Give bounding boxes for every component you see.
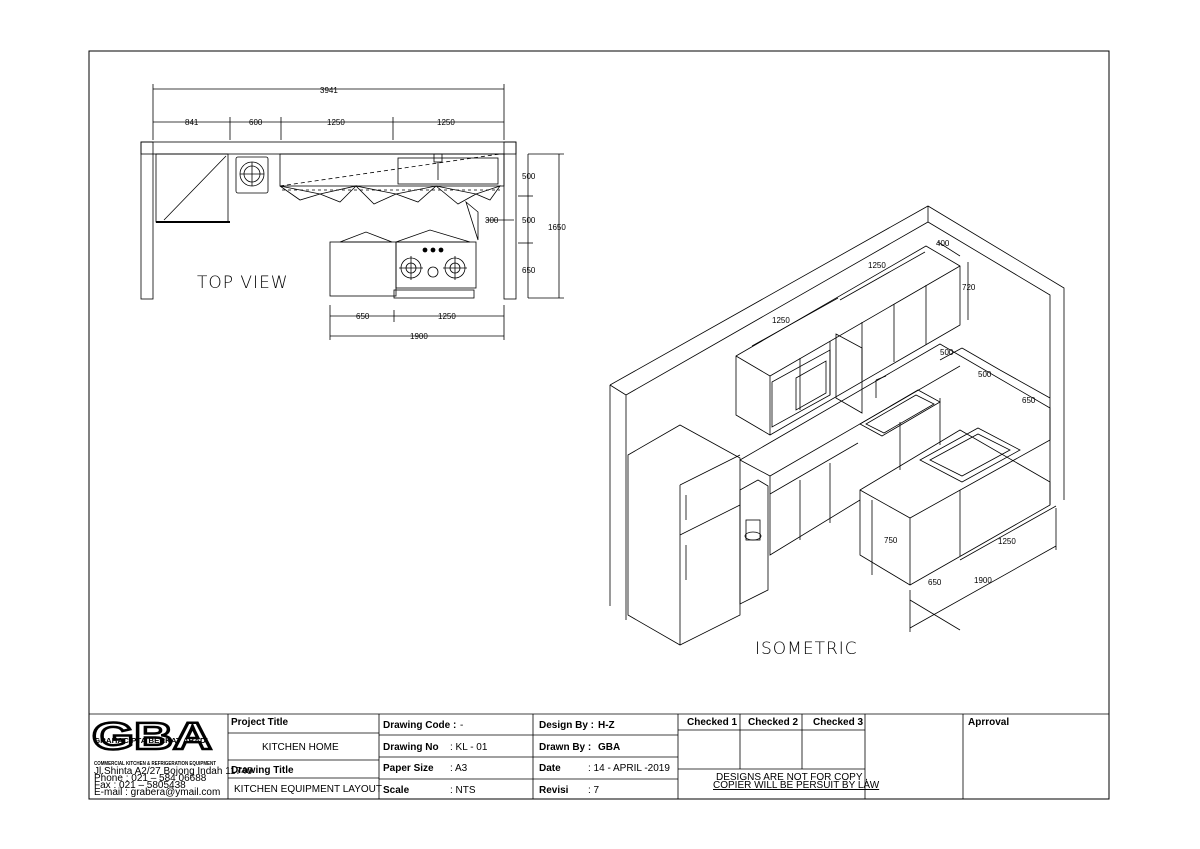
drawing-no-label: Drawing No [383, 742, 439, 753]
dim-bottom2: 1250 [438, 312, 456, 321]
drawing-code-label: Drawing Code : [383, 720, 456, 731]
sheet-border [88, 50, 1110, 800]
isometric-view [609, 205, 1065, 646]
drawing-title-label: Drawing Title [231, 765, 294, 776]
iso-dim-base-depth: 650 [928, 578, 942, 587]
dim-right1: 500 [522, 172, 536, 181]
design-by-value: H-Z [598, 720, 615, 731]
scale-value: : NTS [450, 785, 476, 796]
drawn-by-label: Drawn By : [539, 742, 591, 753]
company-address: Jl.Shinta A2/27 Bojong Indah 11740 [94, 766, 253, 777]
company-fax: Fax : 021 – 5805438 [94, 780, 186, 791]
design-by-label: Design By : [539, 720, 594, 731]
checked-1-label: Checked 1 [687, 717, 737, 728]
iso-dim-base-len: 1250 [998, 537, 1016, 546]
copy-note-line1: DESIGNS ARE NOT FOR COPY , [716, 772, 868, 783]
drawn-by-value: GBA [598, 742, 620, 753]
paper-size-value: : A3 [450, 763, 468, 774]
date-value: : 14 - APRIL -2019 [588, 763, 670, 774]
dim-bottom-total: 1900 [410, 332, 428, 341]
copy-note-line2: COPIER WILL BE PERSUIT BY LAW [713, 780, 880, 791]
iso-dim-base-height: 750 [884, 536, 898, 545]
company-logo: GBA GRAHACIPTA BERKAT ABADI COMMERCIAL K… [91, 715, 217, 767]
dim-seg2: 600 [249, 118, 263, 127]
dim-right2: 500 [522, 216, 536, 225]
drawing-no-value: : KL - 01 [450, 742, 488, 753]
top-view [140, 84, 564, 340]
top-view-dimensions: 3941 841 600 1250 1250 1650 500 500 650 … [185, 86, 566, 341]
dim-seg4: 1250 [437, 118, 455, 127]
company-phone: Phone : 021 – 584 06688 [94, 773, 207, 784]
iso-dim-base-total: 1900 [974, 576, 992, 585]
dim-bottom1: 650 [356, 312, 370, 321]
checked-3-label: Checked 3 [813, 717, 863, 728]
dim-inner: 300 [485, 216, 499, 225]
drawing-code-value: - [460, 720, 463, 731]
revisi-value: : 7 [588, 785, 600, 796]
dim-seg3: 1250 [327, 118, 345, 127]
top-view-label: TOP VIEW [197, 273, 289, 293]
project-title-value: KITCHEN HOME [262, 742, 339, 753]
company-email: E-mail : grabera@ymail.com [94, 787, 220, 798]
iso-dim-counter3: 650 [1022, 396, 1036, 405]
logo-mark: GBA [92, 716, 212, 758]
dim-right3: 650 [522, 266, 536, 275]
isometric-label: ISOMETRIC [755, 639, 858, 659]
drawing-title-value: KITCHEN EQUIPMENT LAYOUT [234, 784, 382, 795]
iso-dim-upper-len2: 1250 [772, 316, 790, 325]
project-title-label: Project Title [231, 717, 288, 728]
iso-dim-upper-depth: 400 [936, 239, 950, 248]
checked-2-label: Checked 2 [748, 717, 798, 728]
isometric-dimensions: 400 1250 720 1250 500 500 650 750 1250 6… [772, 239, 1036, 587]
iso-dim-counter1: 500 [940, 348, 954, 357]
revisi-label: Revisi [539, 785, 569, 796]
dim-right-total: 1650 [548, 223, 566, 232]
iso-dim-upper-len: 1250 [868, 261, 886, 270]
company-name: GRAHACIPTA BERKAT ABADI [94, 738, 208, 745]
approval-label: Aprroval [968, 717, 1009, 728]
scale-label: Scale [383, 785, 410, 796]
iso-dim-counter2: 500 [978, 370, 992, 379]
iso-dim-upper-height: 720 [962, 283, 976, 292]
date-label: Date [539, 763, 561, 774]
dim-seg1: 841 [185, 118, 199, 127]
paper-size-label: Paper Size [383, 763, 434, 774]
dim-overall: 3941 [320, 86, 338, 95]
company-tagline: COMMERCIAL KITCHEN & REFRIGERATION EQUIP… [94, 761, 217, 767]
title-block [89, 713, 1109, 799]
